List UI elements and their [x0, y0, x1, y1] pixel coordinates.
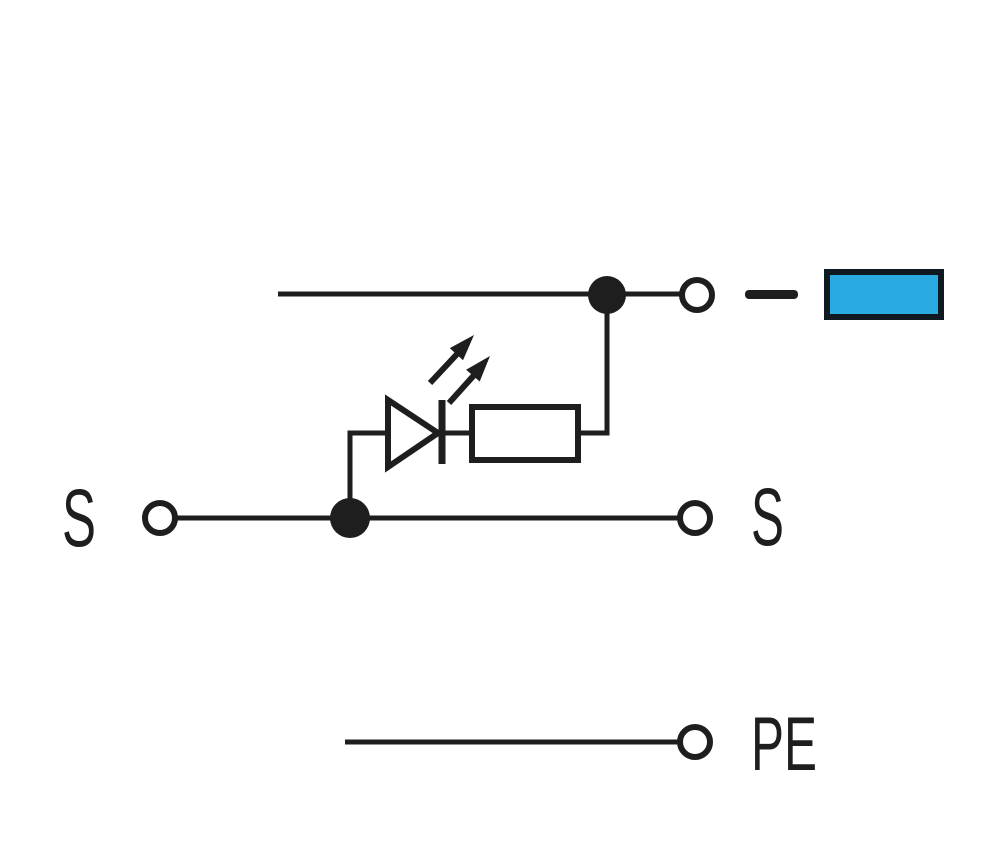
- led-emission-arrow-1: [427, 335, 474, 386]
- wire-junction-to-resistor: [576, 294, 610, 436]
- terminal-contact-pe: [677, 724, 713, 760]
- blue-group-marker-border: [824, 269, 944, 320]
- label-s-right: S: [751, 472, 784, 563]
- blue-group-marker: [827, 272, 941, 317]
- led-indicator-icon: [385, 335, 490, 473]
- resistor-icon: [469, 404, 581, 463]
- led-emission-arrow-2: [446, 356, 490, 406]
- terminal-contact-minus: [679, 277, 715, 313]
- terminal-contact-s-right: [677, 500, 713, 536]
- terminal-contact-s-left: [142, 500, 178, 536]
- wire-led-branch-down: [347, 430, 390, 518]
- label-s-left: S: [62, 473, 96, 564]
- led-triangle: [385, 394, 444, 473]
- junction-dot-s-bus: [330, 498, 370, 538]
- junction-dot-top: [588, 276, 626, 314]
- label-pe: PE: [751, 702, 817, 787]
- minus-polarity-icon: [745, 290, 798, 299]
